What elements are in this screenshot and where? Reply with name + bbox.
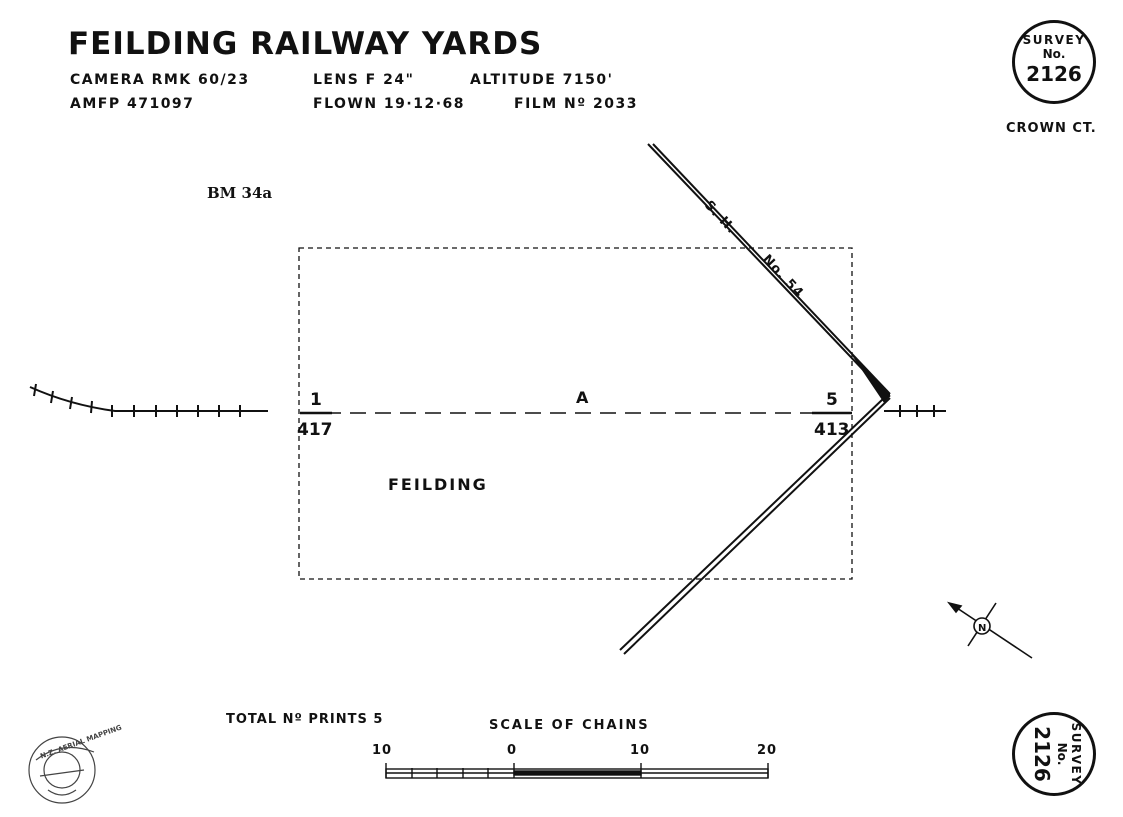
scale-tick-label: 10: [372, 743, 393, 758]
scale-title: SCALE OF CHAINS: [489, 718, 650, 733]
town-label: FEILDING: [388, 475, 488, 494]
altitude-info: ALTITUDE 7150': [470, 72, 614, 88]
start-exposure-bottom: 417: [297, 420, 333, 440]
total-prints-label: TOTAL Nº PRINTS 5: [226, 712, 384, 727]
survey-stamp-line2: No.: [1055, 742, 1069, 766]
survey-stamp-line2: No.: [1042, 47, 1066, 61]
railway-line-right: [884, 405, 946, 417]
crown-caption: CROWN CT.: [1006, 121, 1097, 136]
survey-stamp-line1: SURVEY: [1022, 33, 1086, 47]
survey-stamp-number: 2126: [1026, 62, 1082, 86]
benchmark-label: BM 34a: [207, 184, 273, 202]
scale-bar: [385, 763, 769, 779]
film-info: FILM Nº 2033: [514, 96, 638, 112]
start-exposure-top: 1: [310, 390, 322, 410]
state-highway-54: [619, 143, 891, 655]
run-label: A: [576, 388, 591, 407]
railway-line-left: [29, 383, 268, 417]
aerial-mapping-logo: [28, 736, 96, 804]
survey-stamp-line1: SURVEY: [1069, 722, 1083, 786]
end-exposure-top: 5: [826, 390, 838, 410]
lens-info: LENS F 24": [313, 72, 415, 88]
end-exposure-bottom: 413: [814, 420, 850, 440]
coverage-area-outline: [298, 247, 853, 580]
scale-tick-label: 0: [507, 743, 518, 758]
map-title: FEILDING RAILWAY YARDS: [68, 26, 543, 62]
amfp-info: AMFP 471097: [70, 96, 195, 112]
survey-stamp-number: 2126: [1030, 726, 1054, 782]
survey-stamp-rotated: SURVEY No. 2126: [1012, 712, 1096, 796]
svg-text:N: N: [978, 623, 986, 634]
survey-stamp: SURVEY No. 2126: [1012, 20, 1096, 104]
scale-tick-label: 20: [757, 743, 778, 758]
north-arrow-icon: N: [946, 601, 1033, 659]
scale-tick-label: 10: [630, 743, 651, 758]
flown-info: FLOWN 19·12·68: [313, 96, 466, 112]
camera-info: CAMERA RMK 60/23: [70, 72, 250, 88]
